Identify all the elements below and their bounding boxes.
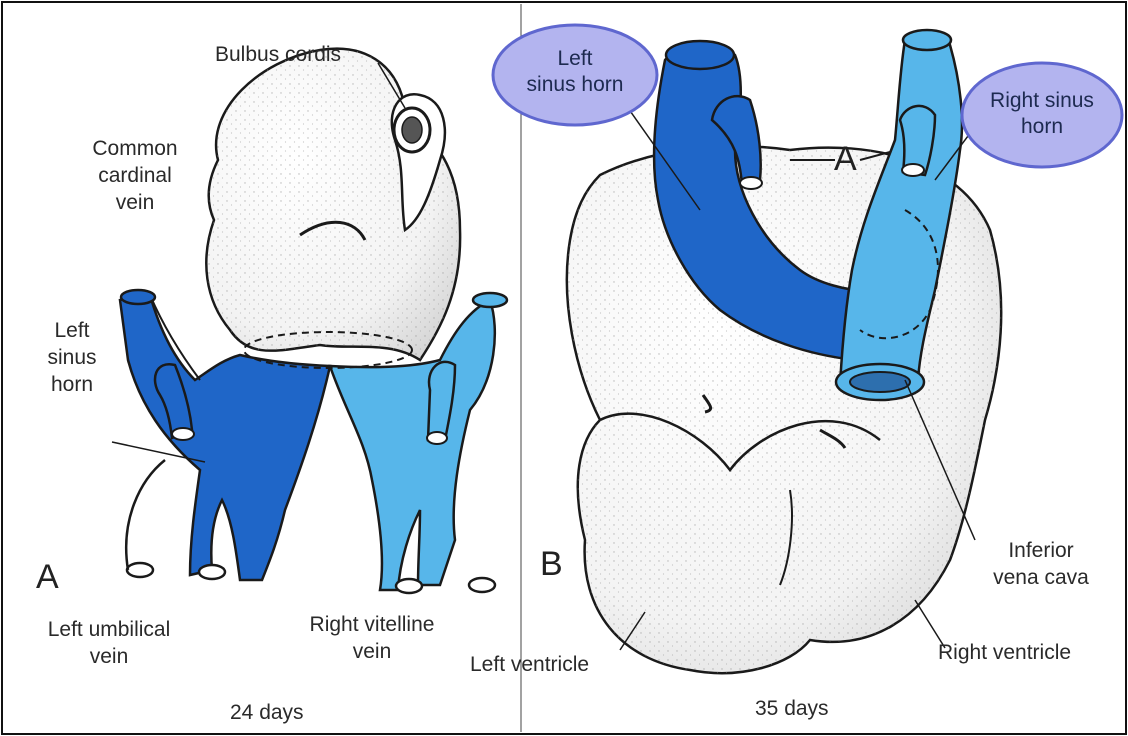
- bubble-text-right-sinus-horn: Right sinus horn: [962, 88, 1122, 141]
- label-left-umbilical-vein: Left umbilical vein: [34, 617, 184, 671]
- label-bulbus-cordis: Bulbus cordis: [215, 42, 341, 69]
- label-24-days: 24 days: [230, 700, 304, 727]
- label-inferior-vena-cava: Inferior vena cava: [966, 538, 1116, 592]
- label-common-cardinal-vein: Common cardinal vein: [70, 136, 200, 217]
- label-right-vitelline-vein: Right vitelline vein: [282, 612, 462, 666]
- label-35-days: 35 days: [755, 696, 829, 723]
- panel-a-letter: A: [36, 558, 59, 597]
- section-marker-a: A: [834, 140, 857, 179]
- label-right-ventricle: Right ventricle: [938, 640, 1071, 667]
- bubble-text-left-sinus-horn: Left sinus horn: [495, 46, 655, 99]
- label-left-ventricle: Left ventricle: [470, 652, 589, 679]
- panel-b-letter: B: [540, 545, 563, 584]
- label-left-sinus-horn-a: Left sinus horn: [42, 318, 102, 399]
